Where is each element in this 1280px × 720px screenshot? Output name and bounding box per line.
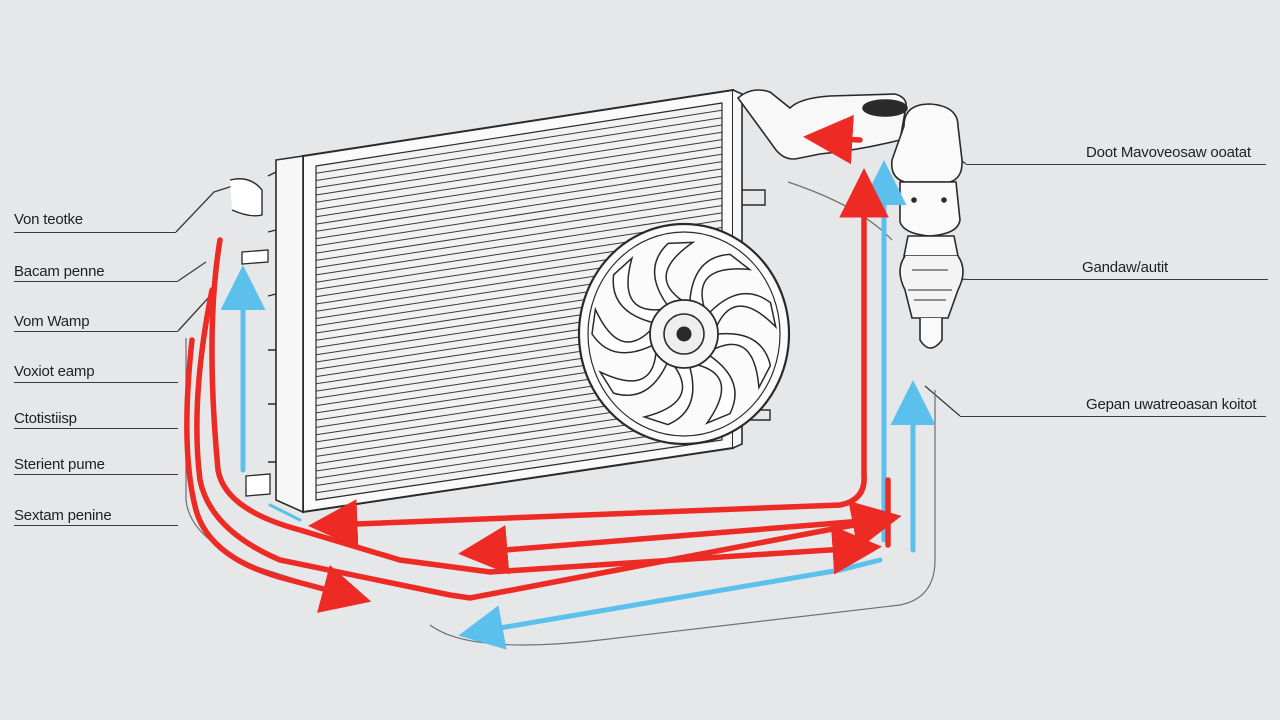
fan-blade xyxy=(713,332,772,391)
fan-blade xyxy=(591,306,653,354)
radiator-fin xyxy=(315,175,723,240)
fan-blade xyxy=(598,351,668,397)
radiator-fin xyxy=(315,139,723,203)
radiator-fin xyxy=(315,432,723,494)
label-bacam-penne: Bacam penne xyxy=(14,263,105,280)
radiator-fin xyxy=(315,212,723,276)
fan-blade xyxy=(709,292,777,330)
label-von-teotke: Von teotke xyxy=(14,211,83,228)
fan-blades xyxy=(591,241,777,426)
leader-line xyxy=(966,164,1266,165)
label-vom-wamp: Vom Wamp xyxy=(14,313,90,330)
radiator-fin xyxy=(315,109,723,174)
radiator-fin xyxy=(315,146,723,211)
leader-line xyxy=(14,428,178,429)
cooling-fan xyxy=(577,222,791,446)
fan-blade xyxy=(641,365,694,426)
radiator-fin xyxy=(315,124,723,189)
label-ctotistiisp: Ctotistiisp xyxy=(14,410,77,427)
leader-line xyxy=(14,525,178,526)
radiator-fin xyxy=(315,153,723,218)
fan-blade xyxy=(689,253,753,308)
radiator-fin xyxy=(315,131,723,196)
radiator-fin xyxy=(315,197,723,261)
fan-blade xyxy=(653,241,696,306)
label-gandaw-autit: Gandaw/autit xyxy=(1082,259,1168,276)
radiator-fin xyxy=(315,190,723,254)
leader-line xyxy=(14,281,178,282)
leader-line xyxy=(960,416,1266,417)
radiator-fin xyxy=(315,168,723,232)
upper-hose xyxy=(736,89,908,160)
leader-line xyxy=(14,474,178,475)
fan-blade xyxy=(612,255,662,324)
radiator-fin xyxy=(315,183,723,247)
fan-blade xyxy=(696,354,736,425)
leader-line xyxy=(14,331,178,332)
label-gepan-uwatreoasan-koitot: Gepan uwatreoasan koitot xyxy=(1086,396,1257,413)
radiator-fin xyxy=(315,161,723,225)
leader-line xyxy=(966,279,1268,280)
radiator-fin xyxy=(315,117,723,181)
radiator-fin xyxy=(315,205,723,269)
label-doot-mavoveosaw-ooatat: Doot Mavoveosaw ooatat xyxy=(1086,144,1251,161)
leader-line xyxy=(14,382,178,383)
label-sextam-penine: Sextam penine xyxy=(14,507,112,524)
coolant-reservoir xyxy=(890,103,964,349)
label-sterient-pume: Sterient pume xyxy=(14,456,105,473)
hot-flow-lines xyxy=(184,114,902,613)
leader-line xyxy=(14,232,176,233)
label-voxiot-eamp: Voxiot eamp xyxy=(14,363,95,380)
